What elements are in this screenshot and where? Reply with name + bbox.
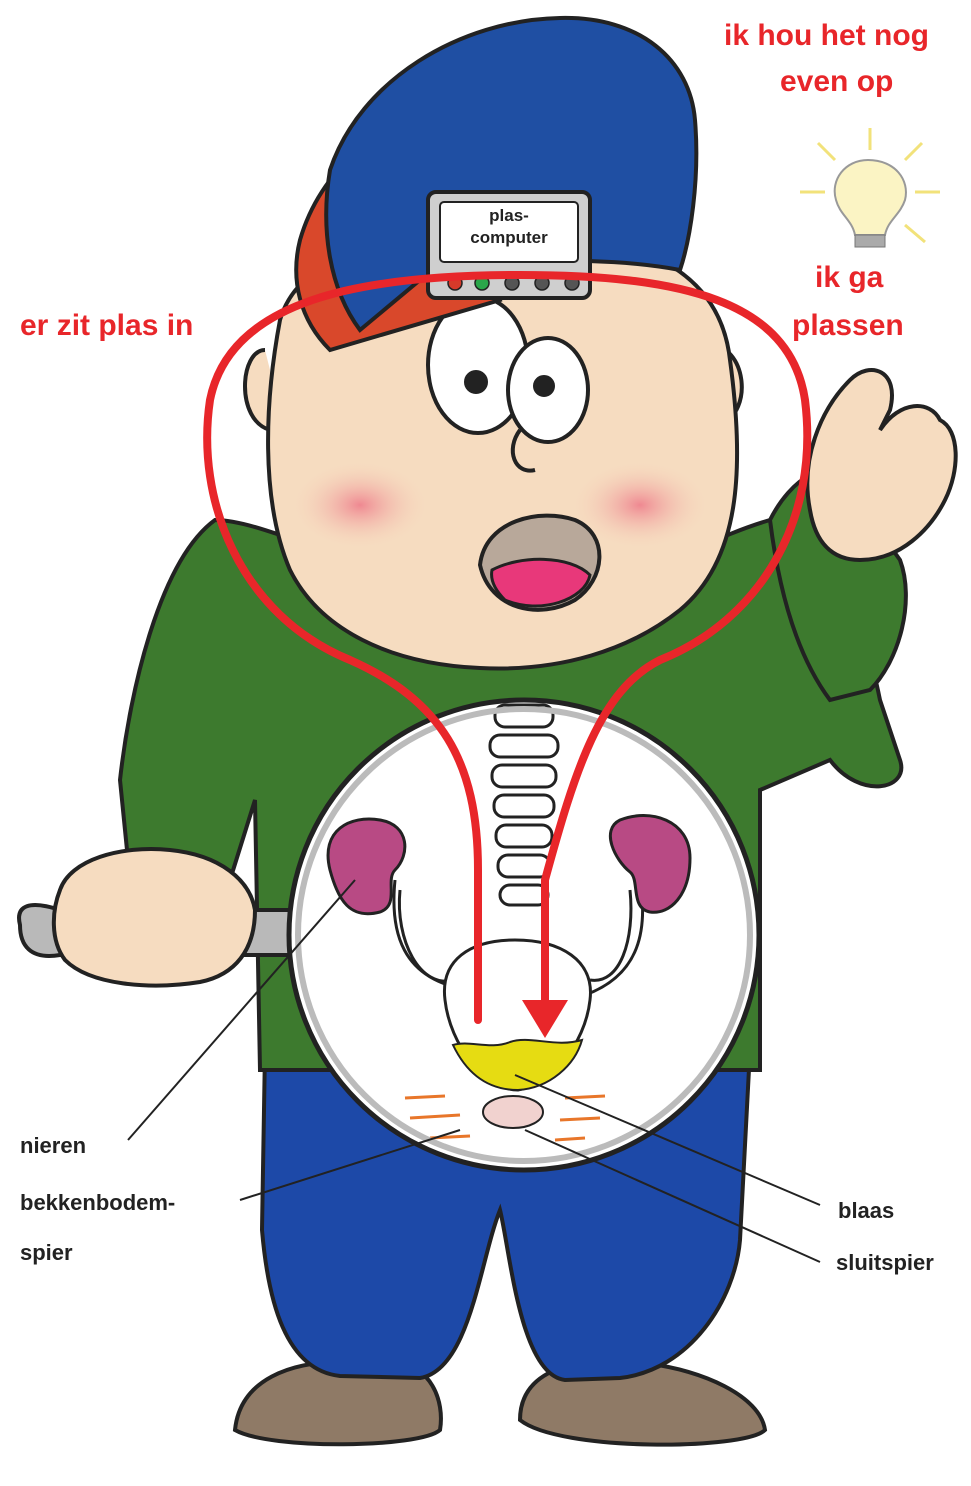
shoes	[235, 1362, 765, 1445]
magnifier-icon	[289, 700, 759, 1170]
sphincter	[483, 1096, 543, 1128]
callout-hold-line2: even op	[780, 64, 893, 100]
computer-label-line2: computer	[434, 228, 584, 248]
callout-go-line2: plassen	[792, 308, 904, 344]
label-pelvic-floor-line1: bekkenbodem-	[20, 1190, 175, 1216]
label-bladder: blaas	[838, 1198, 894, 1224]
label-sphincter: sluitspier	[836, 1250, 934, 1276]
callout-go-line1: ik ga	[815, 260, 883, 296]
callout-full: er zit plas in	[20, 308, 193, 344]
label-kidneys: nieren	[20, 1133, 86, 1159]
computer-label-line1: plas-	[434, 206, 584, 226]
label-pelvic-floor-line2: spier	[20, 1240, 73, 1266]
callout-hold-line1: ik hou het nog	[724, 18, 929, 54]
lightbulb-icon	[800, 128, 940, 247]
